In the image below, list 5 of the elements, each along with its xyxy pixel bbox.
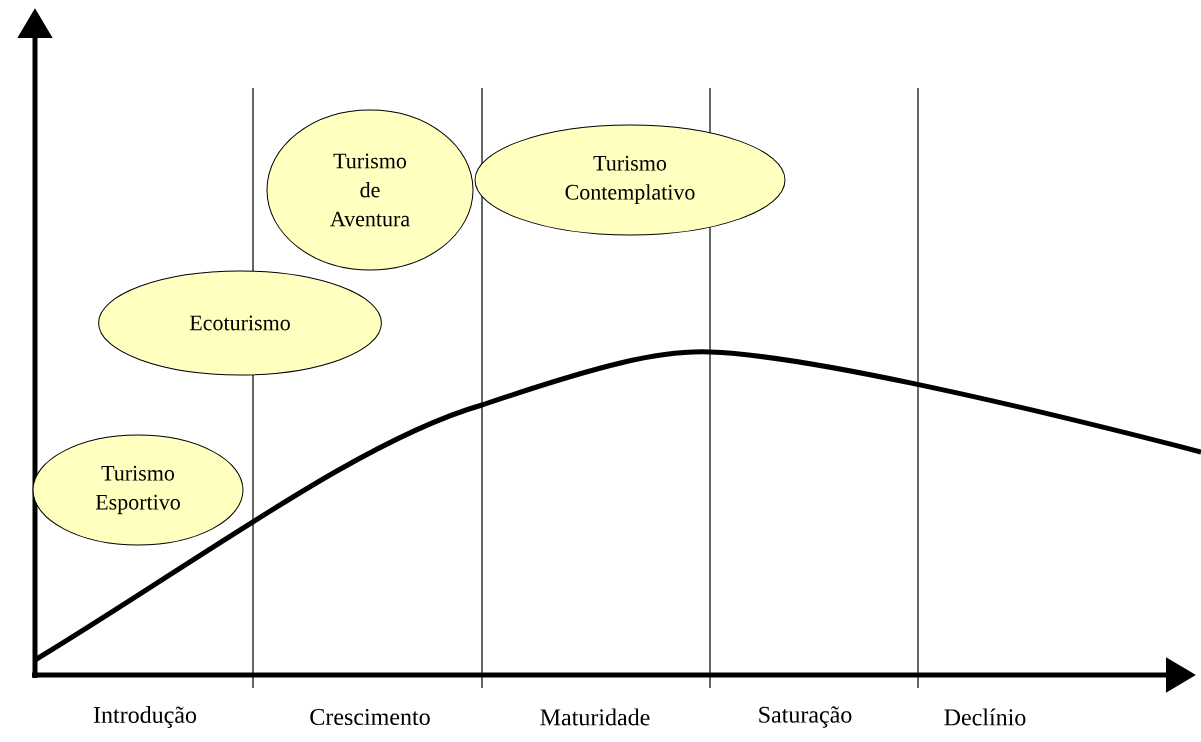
stage-label: Crescimento (310, 708, 430, 726)
stage-label: Maturidade (540, 708, 650, 726)
stage-label: Introdução (93, 706, 197, 728)
stage-label: Declínio (944, 708, 1026, 726)
stage-label: Saturação (759, 706, 852, 728)
